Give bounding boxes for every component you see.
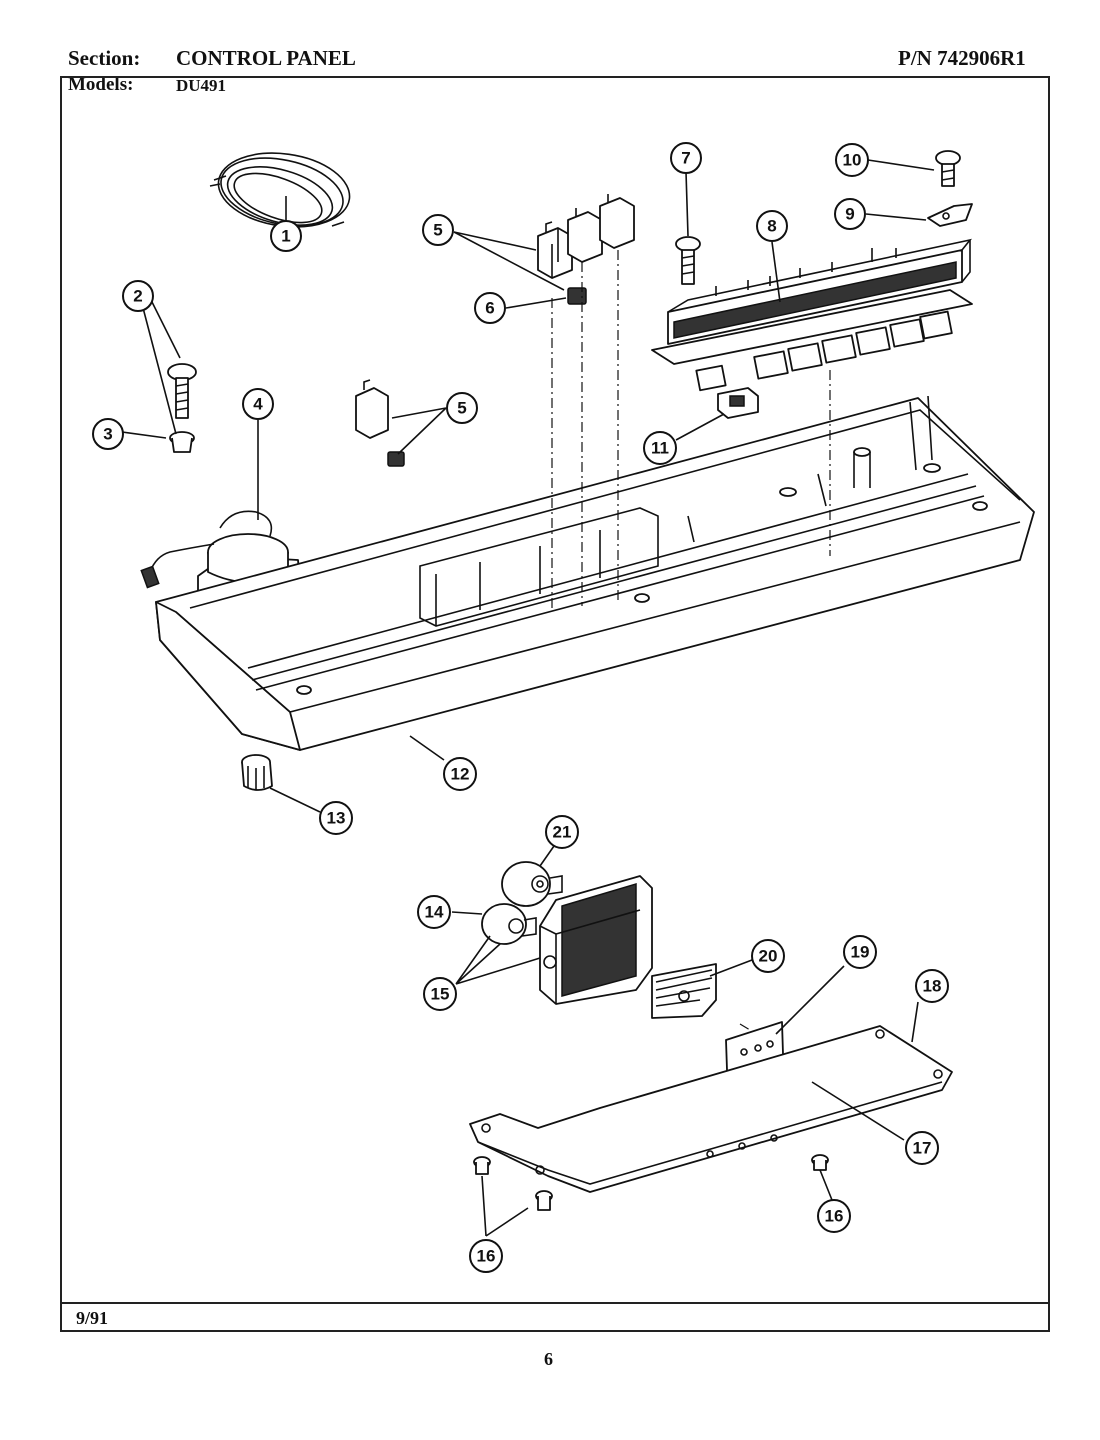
svg-text:16: 16 bbox=[477, 1247, 496, 1266]
callout-8: 8 bbox=[756, 210, 788, 242]
callout-5-upper: 5 bbox=[422, 214, 454, 246]
callout-20: 20 bbox=[751, 939, 785, 973]
part-number: P/N 742906R1 bbox=[898, 46, 1026, 70]
section-title: CONTROL PANEL bbox=[176, 46, 356, 70]
callout-11: 11 bbox=[643, 431, 677, 465]
callout-18: 18 bbox=[915, 969, 949, 1003]
connector-part-6 bbox=[567, 287, 587, 305]
svg-text:7: 7 bbox=[681, 149, 690, 168]
callout-14: 14 bbox=[417, 895, 451, 929]
svg-text:4: 4 bbox=[253, 395, 263, 414]
page-number: 6 bbox=[544, 1349, 553, 1369]
switch-part-11 bbox=[717, 387, 759, 419]
svg-text:9: 9 bbox=[845, 205, 854, 224]
diagram-frame bbox=[60, 76, 1050, 1332]
callout-12: 12 bbox=[443, 757, 477, 791]
screw-part-7 bbox=[675, 236, 701, 285]
svg-text:3: 3 bbox=[103, 425, 112, 444]
leader-lines bbox=[121, 159, 935, 1237]
svg-text:12: 12 bbox=[451, 765, 470, 784]
svg-text:16: 16 bbox=[825, 1207, 844, 1226]
svg-text:14: 14 bbox=[425, 903, 444, 922]
svg-text:21: 21 bbox=[553, 823, 572, 842]
svg-text:20: 20 bbox=[759, 947, 778, 966]
timer-housing bbox=[539, 875, 653, 1005]
callout-21: 21 bbox=[545, 815, 579, 849]
screw-part-2 bbox=[167, 363, 197, 419]
relay-part-5-lower bbox=[355, 379, 405, 467]
callout-9: 9 bbox=[834, 198, 866, 230]
svg-text:6: 6 bbox=[485, 299, 494, 318]
svg-text:18: 18 bbox=[923, 977, 942, 996]
callout-7: 7 bbox=[670, 142, 702, 174]
svg-text:1: 1 bbox=[281, 227, 290, 246]
models-label: Models: bbox=[68, 74, 134, 95]
callout-19: 19 bbox=[843, 935, 877, 969]
clip-part-9 bbox=[927, 203, 973, 227]
svg-text:8: 8 bbox=[767, 217, 776, 236]
callout-17: 17 bbox=[905, 1131, 939, 1165]
callout-5-lower: 5 bbox=[446, 392, 478, 424]
switch-board-part-8 bbox=[651, 238, 973, 392]
callout-10: 10 bbox=[835, 143, 869, 177]
grommet-part-3 bbox=[169, 431, 195, 453]
callout-16-left: 16 bbox=[469, 1239, 503, 1273]
motor-part-21 bbox=[501, 861, 563, 907]
callout-4: 4 bbox=[242, 388, 274, 420]
svg-text:2: 2 bbox=[133, 287, 142, 306]
callout-3: 3 bbox=[92, 418, 124, 450]
callout-6: 6 bbox=[474, 292, 506, 324]
svg-text:11: 11 bbox=[651, 439, 669, 458]
svg-text:10: 10 bbox=[843, 151, 862, 170]
svg-text:13: 13 bbox=[327, 809, 346, 828]
svg-text:5: 5 bbox=[433, 221, 442, 240]
callout-16-right: 16 bbox=[817, 1199, 851, 1233]
wire-harness bbox=[209, 152, 351, 228]
callout-2: 2 bbox=[122, 280, 154, 312]
callout-15: 15 bbox=[423, 977, 457, 1011]
callout-13: 13 bbox=[319, 801, 353, 835]
knob-part-13 bbox=[241, 754, 273, 791]
control-panel-housing-part-12 bbox=[155, 395, 1035, 751]
svg-text:17: 17 bbox=[913, 1139, 932, 1158]
footer-divider bbox=[60, 1302, 1050, 1304]
plate-part-20 bbox=[651, 963, 717, 1019]
bracket-part-18 bbox=[469, 1025, 953, 1193]
svg-text:5: 5 bbox=[457, 399, 466, 418]
revision-date: 9/91 bbox=[76, 1308, 109, 1328]
svg-text:19: 19 bbox=[851, 943, 870, 962]
svg-text:15: 15 bbox=[431, 985, 450, 1004]
section-label: Section: bbox=[68, 46, 141, 70]
relay-group-part-5-upper bbox=[537, 194, 635, 279]
models-value: DU491 bbox=[176, 76, 227, 95]
motor-part-14 bbox=[481, 903, 537, 945]
callout-1: 1 bbox=[270, 220, 302, 252]
screws-part-16 bbox=[473, 1154, 829, 1211]
screw-part-10 bbox=[935, 150, 961, 187]
